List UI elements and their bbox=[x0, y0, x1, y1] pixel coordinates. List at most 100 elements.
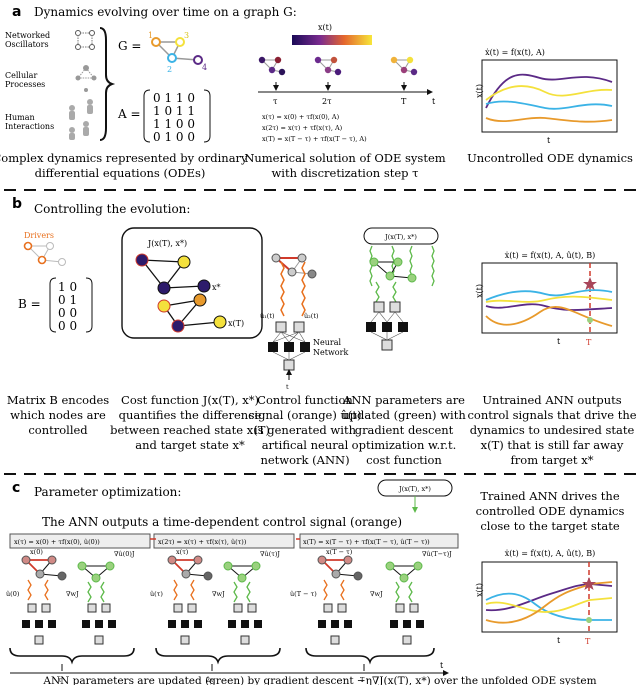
panel-b-title: Controlling the evolution: bbox=[34, 202, 190, 216]
plot-b-line-orange bbox=[485, 306, 613, 327]
matrix-a-row-2: 1 0 1 1 bbox=[153, 104, 195, 118]
plot-a-xlabel: t bbox=[547, 136, 551, 145]
plot-b-target-star bbox=[583, 277, 597, 290]
node-label-4: 4 bbox=[202, 63, 207, 72]
matrix-a-label: A = bbox=[117, 107, 141, 121]
time-label-c-2tau: 2τ bbox=[206, 676, 214, 684]
matrix-b-row-2: 0 1 bbox=[58, 293, 77, 307]
panel-c-letter: c bbox=[12, 480, 20, 496]
caption-a-2-line-2: with discretization step τ bbox=[271, 166, 418, 180]
caption-b-2-line-2: quantifies the difference bbox=[119, 408, 262, 422]
icon-label-6: Interactions bbox=[5, 122, 54, 131]
step-eq-2: x(2τ) = x(τ) + τf(x(τ), û(τ)) bbox=[158, 538, 247, 546]
caption-b-5-line-3: dynamics to undesired state bbox=[470, 423, 635, 437]
caption-b-4-line-5: cost function bbox=[366, 453, 442, 467]
caption-b-1-line-1: Matrix B encodes bbox=[7, 393, 109, 407]
plot-c-ylabel: x(t) bbox=[475, 583, 484, 597]
cost-function-label: J(x(T), x*) bbox=[147, 239, 187, 248]
caption-b-2-line-1: Cost function J(x(T), x*) bbox=[121, 393, 259, 407]
plot-a-line-cyan bbox=[485, 100, 613, 110]
matrix-a-bracket-right bbox=[203, 89, 211, 143]
caption-b-1-line-3: controlled bbox=[28, 423, 88, 437]
time-label-c-tau: τ bbox=[58, 676, 62, 684]
time-label-a-tau: τ bbox=[273, 97, 278, 106]
caption-b-5-line-4: x(T) that is still far away bbox=[481, 438, 624, 452]
u1-label: û₁(t) bbox=[260, 312, 275, 320]
panel-c-subtitle: The ANN outputs a time-dependent control… bbox=[42, 515, 402, 529]
grad-w-label-1: ∇wJ bbox=[66, 590, 79, 598]
step-box-2 bbox=[153, 533, 295, 549]
matrix-a-bracket-left bbox=[143, 89, 151, 143]
plot-a-line-orange bbox=[485, 116, 613, 123]
icon-label-1: Networked bbox=[5, 31, 50, 40]
panel-c-right-line-1: Trained ANN drives the bbox=[480, 489, 619, 503]
caption-b-3-line-4: artifical neural bbox=[262, 438, 349, 452]
plot-a-ylabel: x(t) bbox=[475, 84, 484, 98]
brace-c-1 bbox=[9, 647, 135, 665]
nn-label-2: Network bbox=[313, 348, 348, 357]
node-label-2: 2 bbox=[167, 65, 172, 74]
caption-a-1-line-2: differential equations (ODEs) bbox=[35, 166, 206, 180]
time-snapshots bbox=[258, 56, 418, 76]
control-nn bbox=[268, 253, 317, 380]
grad-w-label-3: ∇wJ bbox=[370, 590, 383, 598]
caption-b-4-line-3: gradient descent bbox=[355, 423, 454, 437]
oscillators-icon bbox=[75, 30, 95, 50]
caption-b-5-line-5: from target x* bbox=[511, 453, 594, 467]
matrix-b-row-1: 1 0 bbox=[58, 280, 77, 294]
time-label-a-t: t bbox=[432, 97, 436, 106]
node-label-1: 1 bbox=[148, 31, 153, 40]
u2-label: û₂(t) bbox=[304, 312, 319, 320]
u-label-c-3: û(T − τ) bbox=[290, 590, 317, 598]
plot-c-xlabel: t bbox=[557, 636, 561, 645]
graph-g-label: G = bbox=[118, 39, 141, 53]
plot-c-line-yellow bbox=[485, 597, 613, 613]
grad-w-label-2: ∇wJ bbox=[212, 590, 225, 598]
driver-graph bbox=[23, 241, 66, 266]
drivers-label: Drivers bbox=[24, 231, 54, 240]
plot-b-line-purple bbox=[485, 303, 613, 311]
people-icon bbox=[69, 99, 93, 140]
step-eq-3: x(T) = x(T − τ) + τf(x(T − τ), û(T − τ)) bbox=[303, 538, 430, 546]
panel-c-right-line-3: close to the target state bbox=[480, 519, 620, 533]
grad-u-label-1: ∇û(0)J bbox=[114, 550, 135, 558]
unrolled-block-2 bbox=[167, 555, 262, 645]
cells-icon bbox=[75, 65, 97, 92]
equation-a-2: x(2τ) = x(τ) + τf(x(τ), A) bbox=[262, 124, 343, 132]
plot-b-line-yellow bbox=[485, 295, 613, 303]
caption-b-1-line-2: which nodes are bbox=[10, 408, 106, 422]
reached-label: x(T) bbox=[228, 319, 244, 328]
plot-a-line-purple bbox=[485, 73, 613, 109]
plot-c-T: T bbox=[585, 637, 591, 646]
caption-a-1-line-1: Complex dynamics represented by ordinary bbox=[0, 151, 248, 165]
caption-b-5-line-2: control signals that drive the bbox=[467, 408, 636, 422]
plot-c-target-star bbox=[582, 577, 596, 590]
matrix-b-row-3: 0 0 bbox=[58, 306, 77, 320]
state-label-2: x(τ) bbox=[176, 548, 189, 556]
caption-a-2-line-1: Numerical solution of ODE system bbox=[244, 151, 445, 165]
icon-label-3: Cellular bbox=[5, 71, 37, 80]
equation-a-3: x(T) = x(T − τ) + τf(x(T − τ), A) bbox=[262, 135, 367, 143]
step-box-1 bbox=[9, 533, 151, 549]
node-label-3: 3 bbox=[184, 31, 189, 40]
caption-b-4-line-1: ANN parameters are bbox=[342, 393, 465, 407]
caption-b-4-line-4: optimization w.r.t. bbox=[352, 438, 457, 452]
equation-a-1: x(τ) = x(0) + τf(x(0), A) bbox=[262, 113, 340, 121]
grad-u-label-2: ∇û(τ)J bbox=[260, 550, 280, 558]
plot-a-line-yellow bbox=[485, 85, 613, 101]
panel-c-caption: ANN parameters are updated (green) by gr… bbox=[42, 675, 596, 685]
cost-function-box bbox=[121, 227, 263, 339]
target-label: x* bbox=[212, 283, 221, 292]
time-label-c-t: t bbox=[440, 661, 444, 670]
panel-c-right-line-2: controlled ODE dynamics bbox=[476, 504, 625, 518]
caption-a-3: Uncontrolled ODE dynamics bbox=[467, 151, 633, 165]
u-label-c-2: û(τ) bbox=[150, 590, 163, 598]
caption-b-3-line-3: is generated with bbox=[254, 423, 357, 437]
curly-brace bbox=[99, 27, 116, 141]
matrix-a-row-3: 1 1 0 0 bbox=[153, 117, 195, 131]
cost-graphs bbox=[135, 253, 227, 333]
panel-a-title: Dynamics evolving over time on a graph G… bbox=[34, 5, 297, 19]
colorbar bbox=[292, 35, 372, 45]
panel-a-letter: a bbox=[12, 4, 21, 20]
